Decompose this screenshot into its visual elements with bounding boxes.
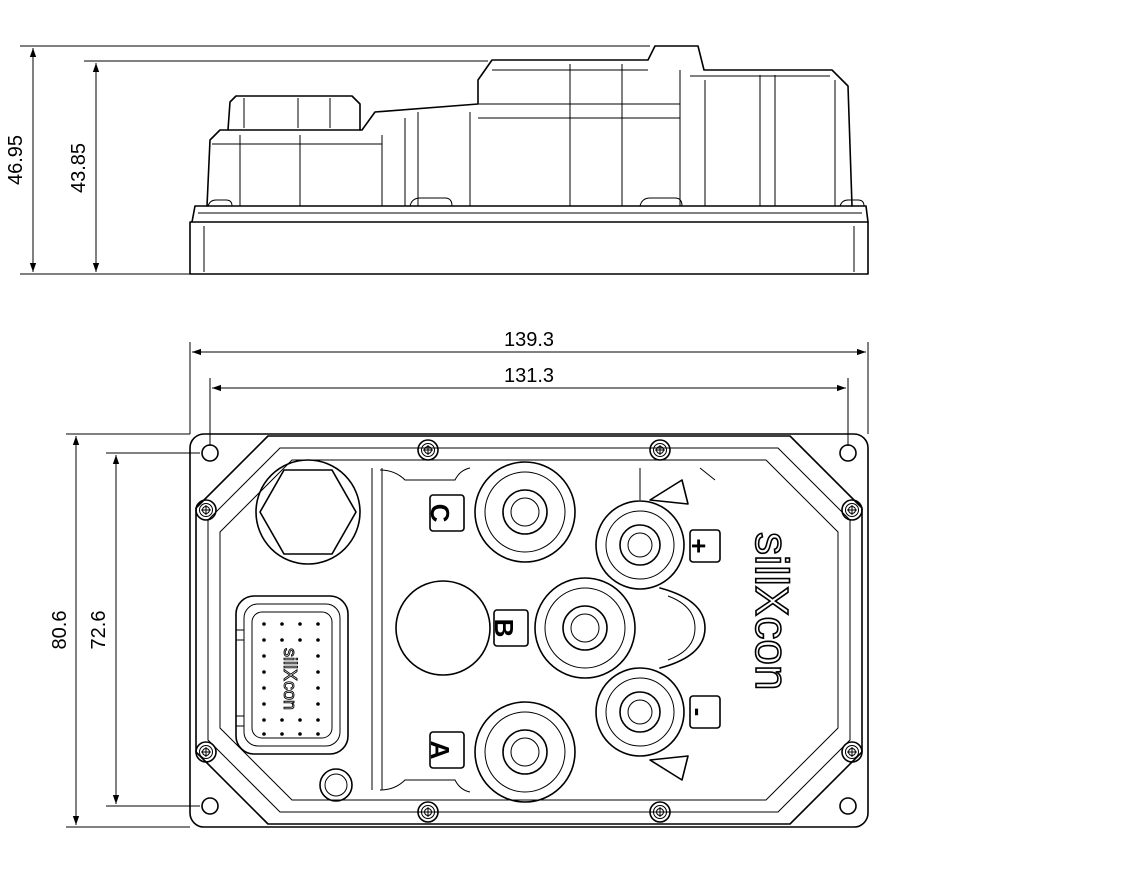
top-base-plate [189,433,869,828]
dim-top-hole-width: 131.3 [504,365,554,387]
dim-top-hole-height: 72.6 [88,611,110,650]
mounting-hole-top-left [201,444,219,462]
terminal-positive [595,500,685,590]
connector-pins [262,622,320,736]
signal-connector: sillXcon [235,595,349,755]
label-terminal-negative: - [684,708,714,717]
dim-side-total-height: 46.95 [5,135,27,185]
triangle-marker-bottom [649,755,689,781]
hex-cap [255,459,361,565]
label-terminal-b: B [489,619,519,638]
side-housing-outline [206,45,853,207]
dim-side-body-height: 43.85 [68,143,90,193]
busbar-bridge [659,587,706,669]
vent-plug [319,768,353,802]
brand-logo: sillXcon [746,532,798,691]
label-terminal-c: C [425,504,455,523]
dim-top-total-width: 139.3 [504,329,554,351]
label-terminal-a: A [425,741,455,760]
round-label-area [395,580,491,676]
label-terminal-positive: + [684,538,714,553]
dim-top-total-height: 80.6 [49,611,71,650]
side-view: 46.95 43.85 [5,45,869,275]
terminal-c [474,461,576,563]
triangle-marker-top [649,479,689,505]
side-flange [191,205,869,223]
mounting-hole-bottom-left [201,797,219,815]
top-view: sillXcon [49,329,869,828]
terminal-b [534,577,636,679]
mounting-hole-bottom-right [839,797,857,815]
mounting-hole-top-right [839,444,857,462]
side-base-plate [189,221,869,275]
connector-logo: sillXcon [280,648,300,710]
terminal-a [474,701,576,803]
housing-outline-outer [195,435,863,825]
terminal-negative [595,667,685,757]
side-signal-connector [227,95,361,131]
